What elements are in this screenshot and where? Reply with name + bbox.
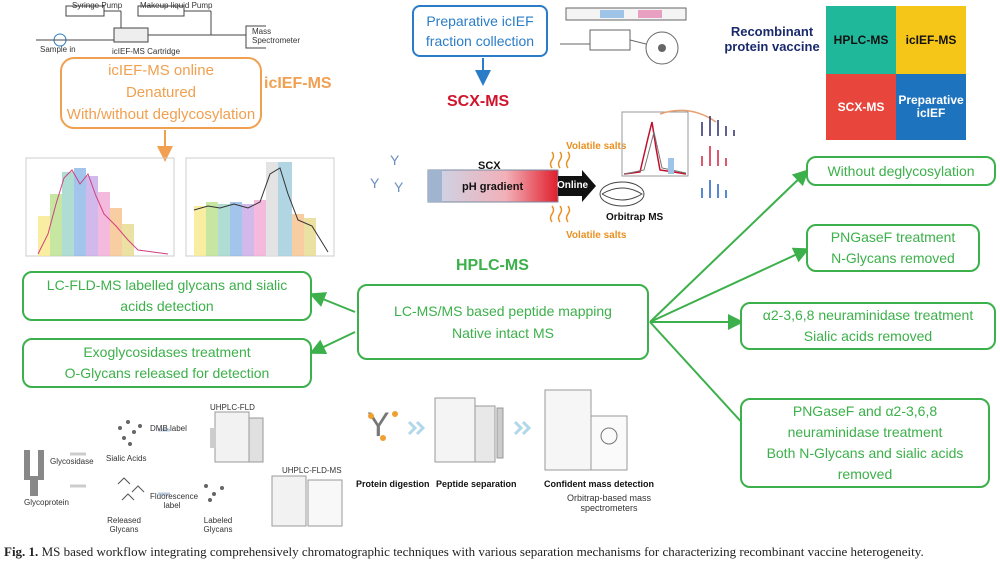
lc-fld-ms-box: LC-FLD-MS labelled glycans and sialic ac… — [22, 271, 312, 321]
orbitrap-ms-label: Orbitrap MS — [606, 212, 664, 223]
pngasef-line2: N-Glycans removed — [831, 250, 955, 266]
exoglycosidases-line1: Exoglycosidases treatment — [83, 344, 251, 360]
vaccine-title-line2: protein vaccine — [724, 39, 820, 54]
sample-in-label: Sample in — [40, 45, 76, 54]
vaccine-title-line1: Recombinant — [730, 24, 814, 39]
neuraminidase-line1: α2-3,6,8 neuraminidase treatment — [762, 307, 974, 323]
peptide-mapping-line1: LC-MS/MS based peptide mapping — [394, 303, 612, 319]
icief-ms-online-box: icIEF-MS online Denatured With/without d… — [60, 57, 262, 129]
puzzle-preparative-icief: Preparative icIEF — [896, 74, 966, 140]
glycosidase-label: Glycosidase — [50, 457, 94, 466]
vaccine-title: Recombinant protein vaccine — [722, 24, 822, 54]
scx-ms-title: SCX-MS — [447, 93, 510, 110]
peptide-mapping-line2: Native intact MS — [452, 325, 554, 341]
svg-text:Y: Y — [367, 406, 390, 444]
confident-mass-detection-label: Confident mass detection — [544, 479, 655, 489]
syringe-pump-label: Syringe Pump — [72, 1, 123, 10]
hplc-ms-title: HPLC-MS — [456, 257, 529, 274]
pngasef-neuraminidase-line4: removed — [837, 466, 893, 482]
scx-label: SCX — [478, 160, 501, 172]
svg-text:Y: Y — [370, 175, 380, 191]
peptide-mapping-box: LC-MS/MS based peptide mapping Native in… — [357, 284, 649, 360]
preparative-icief-line1: Preparative icIEF — [426, 13, 534, 29]
sialic-acids-label: Sialic Acids — [106, 454, 147, 463]
fluorescence-label: Fluorescence label — [150, 492, 199, 510]
preparative-icief-box: Preparative icIEF fraction collection — [412, 5, 548, 57]
lc-fld-ms-line2: acids detection — [120, 298, 214, 314]
without-deglycosylation-box: Without deglycosylation — [806, 156, 996, 186]
dmb-label: DMB label — [150, 424, 187, 433]
pngasef-neuraminidase-line2: neuraminidase treatment — [787, 424, 943, 440]
svg-text:Y: Y — [394, 179, 404, 195]
preparative-schematic — [560, 7, 687, 65]
ph-gradient-label: pH gradient — [462, 181, 524, 193]
peptide-workflow-graphics: Y — [367, 389, 628, 471]
orbitrap-spectrometers-label: Orbitrap-based mass spectrometers — [566, 493, 652, 513]
lc-fld-ms-line1: LC-FLD-MS labelled glycans and sialic — [46, 277, 288, 293]
preparative-icief-line2: fraction collection — [425, 33, 535, 49]
online-label: Online — [557, 180, 589, 191]
glycan-panel-graphics — [24, 411, 343, 527]
makeup-pump-label: Makeup liquid Pump — [140, 1, 213, 10]
figure-caption-label: Fig. 1. — [4, 544, 39, 559]
exoglycosidases-box: Exoglycosidases treatment O-Glycans rele… — [22, 338, 312, 388]
icief-ms-schematic — [36, 5, 266, 49]
puzzle-scx-ms: SCX-MS — [826, 74, 896, 140]
icief-ms-title: icIEF-MS — [264, 75, 332, 92]
volatile-salts-bottom: Volatile salts — [566, 230, 627, 241]
figure-caption-text: MS based workflow integrating comprehens… — [41, 544, 924, 559]
mass-spec-label: Mass Spectrometer — [252, 27, 301, 45]
exoglycosidases-line2: O-Glycans released for detection — [64, 365, 270, 381]
labeled-glycans-label: Labeled Glycans — [203, 516, 233, 534]
puzzle-hplc-ms: HPLC-MS — [826, 6, 896, 74]
svg-text:Y: Y — [390, 152, 400, 168]
puzzle-icief-ms: icIEF-MS — [896, 6, 966, 74]
glycoprotein-label: Glycoprotein — [24, 498, 69, 507]
peptide-separation-label: Peptide separation — [436, 479, 517, 489]
icief-ms-online-line1: icIEF-MS online — [108, 62, 214, 79]
pngasef-neuraminidase-box: PNGaseF and α2-3,6,8 neuraminidase treat… — [740, 398, 990, 488]
pngasef-box: PNGaseF treatment N-Glycans removed — [806, 224, 980, 272]
neuraminidase-box: α2-3,6,8 neuraminidase treatment Sialic … — [740, 302, 996, 350]
uhplc-fld-ms-label: UHPLC-FLD-MS — [282, 466, 342, 475]
cartridge-label: icIEF-MS Cartridge — [112, 47, 181, 56]
figure-caption: Fig. 1. MS based workflow integrating co… — [4, 543, 998, 561]
scx-online-diagram: Y Y Y — [370, 151, 645, 223]
pngasef-neuraminidase-line3: Both N-Glycans and sialic acids — [766, 445, 964, 461]
green-connectors — [309, 169, 810, 441]
without-deglycosylation-line1: Without deglycosylation — [827, 162, 975, 179]
icief-ms-online-line3: With/without deglycosylation — [66, 106, 256, 123]
icief-electropherograms — [25, 157, 335, 257]
pngasef-line1: PNGaseF treatment — [830, 229, 956, 245]
uhplc-fld-label: UHPLC-FLD — [210, 403, 255, 412]
scx-chromatogram-spectra — [621, 109, 735, 198]
neuraminidase-line2: Sialic acids removed — [803, 328, 933, 344]
protein-digestion-label: Protein digestion — [356, 479, 430, 489]
icief-ms-online-line2: Denatured — [125, 84, 197, 101]
volatile-salts-top: Volatile salts — [566, 141, 627, 152]
released-glycans-label: Released Glycans — [107, 516, 141, 534]
pngasef-neuraminidase-line1: PNGaseF and α2-3,6,8 — [792, 403, 938, 419]
